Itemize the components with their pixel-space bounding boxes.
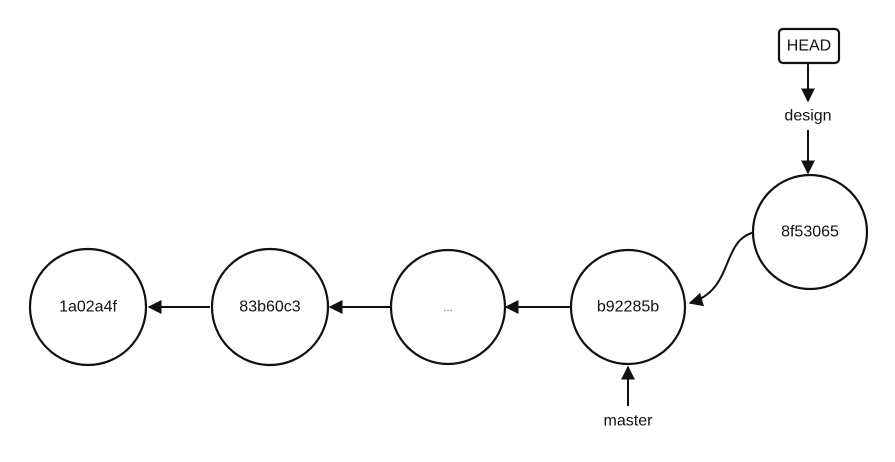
commit-label: 83b60c3 [239, 299, 300, 316]
commit-label: 1a02a4f [59, 299, 117, 316]
commit-node-1a02a4f: 1a02a4f [28, 247, 148, 367]
commit-label: 8f53065 [781, 224, 839, 241]
commit-node-8f53065: 8f53065 [751, 173, 869, 291]
head-ref: HEAD [777, 27, 841, 65]
commit-label: ... [443, 300, 453, 314]
edge-8f53065-to-b92285b [688, 231, 756, 307]
commit-node-ellipsis: ... [389, 248, 507, 366]
commit-node-83b60c3: 83b60c3 [210, 247, 330, 367]
commit-node-b92285b: b92285b [569, 248, 687, 366]
branch-label-design: design [784, 108, 831, 125]
head-label: HEAD [787, 38, 831, 55]
commit-label: b92285b [597, 299, 659, 316]
branch-label-master: master [604, 413, 654, 430]
